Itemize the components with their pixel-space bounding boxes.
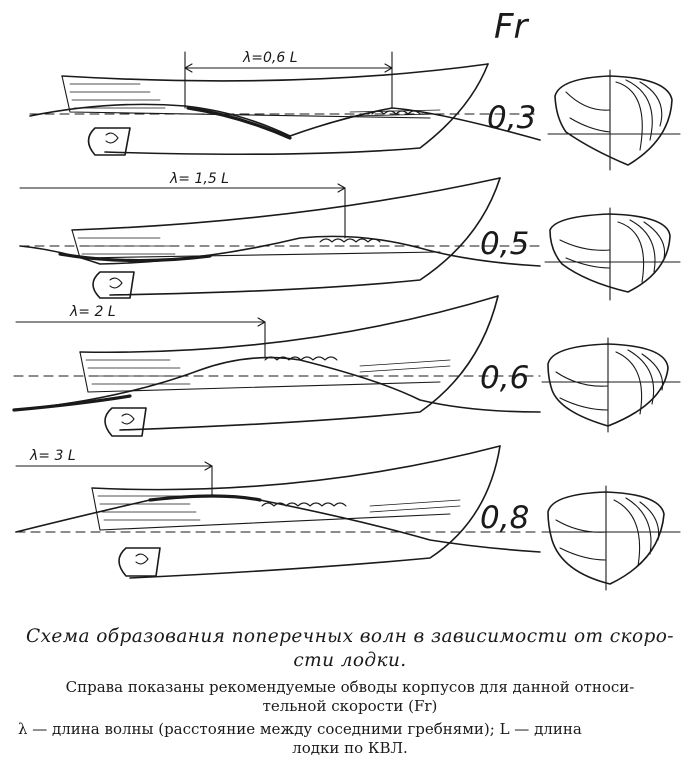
- wavelength-label: λ= 3 L: [29, 448, 76, 464]
- propeller-icon: [135, 553, 149, 565]
- propeller-icon: [121, 413, 135, 425]
- hull-section-view: [547, 69, 681, 171]
- froude-value: 0,3: [487, 100, 536, 136]
- hull-chine-line: [61, 75, 431, 119]
- hull-sheer-line: [91, 445, 501, 491]
- wave-formation-diagram: Fr λ=0,6 L 0,3: [12, 7, 681, 591]
- caption-note-line-2: тельной скорости (Fr): [262, 697, 438, 715]
- hull-stem-line: [119, 295, 499, 431]
- hull-section-view: [541, 337, 681, 433]
- hull-hatching: [97, 495, 201, 521]
- hull-stem-line: [129, 445, 501, 579]
- wave-trough-bold: [58, 252, 212, 263]
- row-fr-0-5: λ= 1,5 L 0,5: [19, 171, 681, 301]
- froude-value: 0,8: [480, 500, 529, 536]
- hull-chine-line: [79, 351, 441, 393]
- hull-hatching: [69, 83, 166, 109]
- froude-value: 0,6: [480, 360, 529, 396]
- wavelength-label: λ= 2 L: [69, 304, 116, 320]
- row-fr-0-6: λ= 2 L 0,6: [12, 295, 681, 437]
- wave-breakers: [261, 502, 347, 507]
- wave-breakers: [371, 110, 421, 115]
- propeller-icon: [105, 132, 119, 144]
- wave-crest-bold: [148, 494, 262, 502]
- propeller-housing: [104, 407, 147, 437]
- wave-profile: [29, 103, 541, 141]
- wave-breakers: [319, 238, 381, 243]
- hull-stem-line: [109, 177, 501, 296]
- wave-breakers: [264, 356, 338, 361]
- wave-trough-bold: [12, 394, 132, 412]
- caption-title-line-1: Схема образования поперечных волн в зави…: [26, 626, 674, 647]
- row-fr-0-3: λ=0,6 L 0,3: [29, 50, 681, 171]
- wavelength-label: λ=0,6 L: [242, 50, 298, 66]
- wave-profile: [13, 356, 541, 413]
- caption-title-line-2: сти лодки.: [293, 650, 407, 671]
- froude-number-heading: Fr: [494, 7, 530, 47]
- propeller-housing: [118, 547, 161, 577]
- caption-legend-line-1: λ — длина волны (расстояние между соседн…: [18, 720, 582, 738]
- hull-sheer-line: [61, 63, 489, 82]
- propeller-housing: [92, 271, 135, 299]
- hull-sheer-line: [79, 295, 499, 354]
- hull-hatching: [85, 359, 191, 385]
- caption-note-line-1: Справа показаны рекомендуемые обводы кор…: [65, 678, 635, 696]
- propeller-housing: [87, 127, 131, 156]
- wavelength-label: λ= 1,5 L: [169, 171, 229, 187]
- figure-caption: Схема образования поперечных волн в зави…: [0, 625, 700, 758]
- froude-value: 0,5: [480, 226, 529, 262]
- hull-section-view: [541, 485, 681, 591]
- wave-crest-bold: [186, 106, 292, 140]
- hull-hatching-bow: [359, 359, 451, 373]
- caption-legend-line-2: лодки по КВЛ.: [292, 739, 408, 757]
- hull-sheer-line: [71, 177, 501, 231]
- propeller-icon: [109, 277, 123, 289]
- row-fr-0-8: λ= 3 L 0,8: [15, 445, 681, 591]
- arrow-heads: [184, 63, 393, 73]
- hull-hatching-bow: [369, 499, 461, 513]
- wave-profile: [19, 235, 541, 267]
- hull-section-view: [544, 207, 681, 301]
- hull-chine-line: [91, 487, 451, 531]
- hull-stem-line: [104, 63, 489, 156]
